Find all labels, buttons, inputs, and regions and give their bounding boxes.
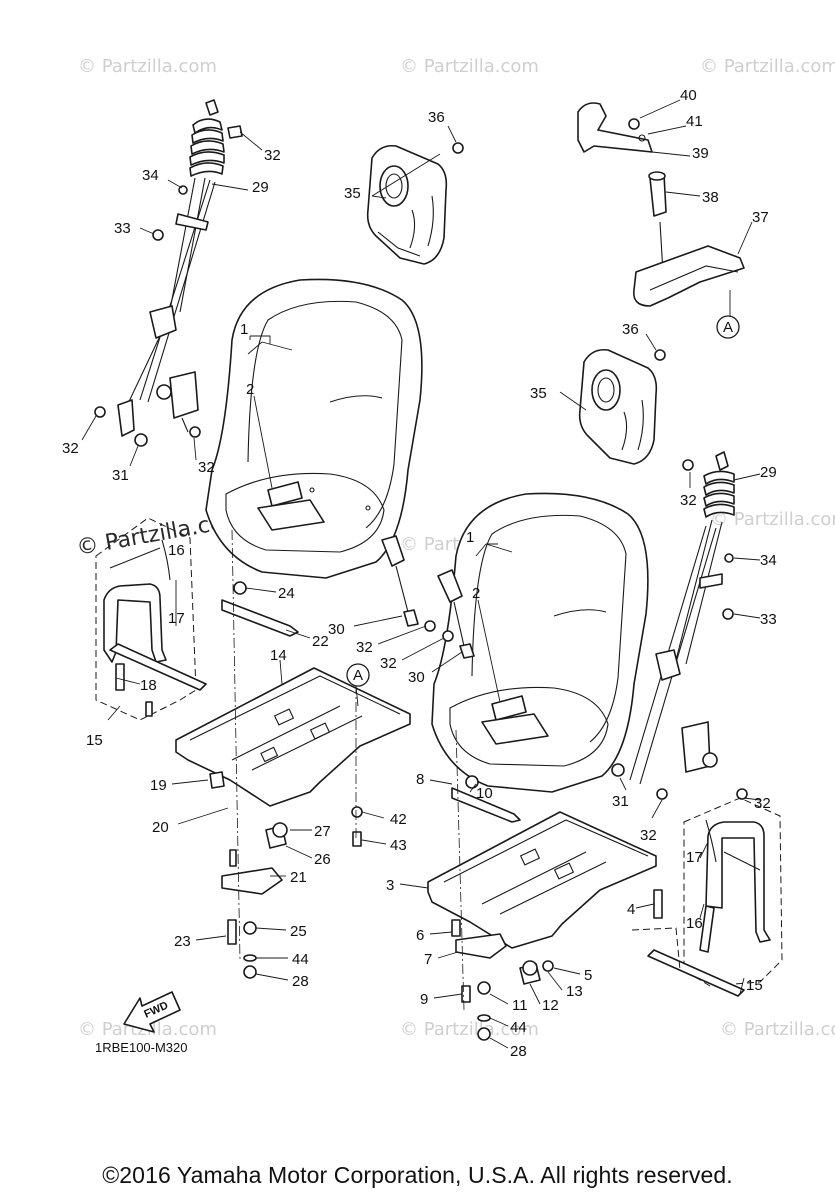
callout-32: 32 — [62, 440, 79, 457]
watermark: © Partzilla.com — [710, 509, 835, 530]
callout-11: 11 — [512, 997, 528, 1014]
callout-2: 2 — [472, 585, 480, 602]
headrest-upper — [366, 142, 464, 265]
watermark: © Partzilla.com — [400, 56, 539, 77]
callout-25: 25 — [290, 923, 307, 940]
callout-16: 16 — [168, 542, 185, 559]
callout-6: 6 — [416, 927, 424, 944]
callout-19: 19 — [150, 777, 167, 794]
watermark: © Partzilla.com — [720, 1019, 835, 1040]
callout-32: 32 — [264, 147, 281, 164]
seat-belt-left — [94, 99, 243, 447]
guard-rail-right — [631, 797, 783, 997]
callout-3: 3 — [386, 877, 394, 894]
callout-1: 1 — [240, 321, 248, 338]
callout-12: 12 — [542, 997, 559, 1014]
headrest-bracket-parts: A — [577, 102, 745, 339]
callout-20: 20 — [152, 819, 169, 836]
callout-28: 28 — [510, 1043, 527, 1060]
callout-18: 18 — [140, 677, 157, 694]
guard-rail-left — [95, 517, 207, 721]
callout-9: 9 — [420, 991, 428, 1008]
callout-13: 13 — [566, 983, 583, 1000]
callout-32: 32 — [380, 655, 397, 672]
copyright-notice: ©2016 Yamaha Motor Corporation, U.S.A. A… — [102, 1162, 733, 1188]
callout-14: 14 — [270, 647, 287, 664]
reference-mark-a — [716, 315, 740, 339]
callout-26: 26 — [314, 851, 331, 868]
reference-mark-frame: A — [346, 663, 370, 687]
headrest-lower — [578, 348, 666, 465]
callout-42: 42 — [390, 811, 407, 828]
callout-37: 37 — [752, 209, 769, 226]
callout-10: 10 — [476, 785, 493, 802]
callout-16: 16 — [686, 915, 703, 932]
callout-36: 36 — [622, 321, 639, 338]
buckle-left — [381, 535, 436, 632]
callout-33: 33 — [114, 220, 131, 237]
callout-15: 15 — [86, 732, 103, 749]
callout-8: 8 — [416, 771, 424, 788]
callout-44: 44 — [292, 951, 309, 968]
callout-31: 31 — [612, 793, 629, 810]
callout-30: 30 — [328, 621, 345, 638]
callout-5: 5 — [584, 967, 592, 984]
callout-35: 35 — [344, 185, 361, 202]
callout-2: 2 — [246, 381, 254, 398]
callout-31: 31 — [112, 467, 129, 484]
callout-labels: 1 2 1 2 3 4 5 6 7 8 9 10 11 12 13 14 15 … — [62, 87, 777, 1060]
callout-33: 33 — [760, 611, 777, 628]
seat-frame-left — [175, 529, 411, 979]
callout-27: 27 — [314, 823, 331, 840]
seat-right — [431, 492, 649, 793]
callout-4: 4 — [627, 901, 635, 918]
callout-30: 30 — [408, 669, 425, 686]
callout-36: 36 — [428, 109, 445, 126]
seat-left — [205, 278, 423, 579]
buckle-right — [437, 569, 475, 659]
callout-44: 44 — [510, 1019, 527, 1036]
callout-23: 23 — [174, 933, 191, 950]
callout-38: 38 — [702, 189, 719, 206]
callout-35: 35 — [530, 385, 547, 402]
callout-15: 15 — [746, 977, 763, 994]
diagram-code: 1RBE100-M320 — [95, 1040, 188, 1055]
callout-32: 32 — [640, 827, 657, 844]
watermark: © Partzilla.com — [700, 56, 835, 77]
callout-43: 43 — [390, 837, 407, 854]
seat-frame-right — [427, 729, 663, 1041]
watermark: © Partzilla.com — [78, 56, 217, 77]
callout-7: 7 — [424, 951, 432, 968]
callout-34: 34 — [760, 552, 777, 569]
callout-34: 34 — [142, 167, 159, 184]
callout-39: 39 — [692, 145, 709, 162]
callout-32: 32 — [754, 795, 771, 812]
fwd-arrow: FWD — [123, 991, 181, 1033]
callout-29: 29 — [252, 179, 269, 196]
callout-21: 21 — [290, 869, 307, 886]
callout-32: 32 — [680, 492, 697, 509]
callout-41: 41 — [686, 113, 703, 130]
reference-mark-label: A — [353, 667, 363, 684]
callout-22: 22 — [312, 633, 329, 650]
callout-29: 29 — [760, 464, 777, 481]
callout-17: 17 — [168, 610, 185, 627]
callout-28: 28 — [292, 973, 309, 990]
leader-lines — [81, 99, 761, 1049]
seat-belt-right — [611, 451, 748, 800]
callout-1: 1 — [466, 529, 474, 546]
callout-40: 40 — [680, 87, 697, 104]
reference-mark-label: A — [723, 319, 733, 336]
callout-32: 32 — [198, 459, 215, 476]
callout-24: 24 — [278, 585, 295, 602]
callout-17: 17 — [686, 849, 703, 866]
callout-32: 32 — [356, 639, 373, 656]
